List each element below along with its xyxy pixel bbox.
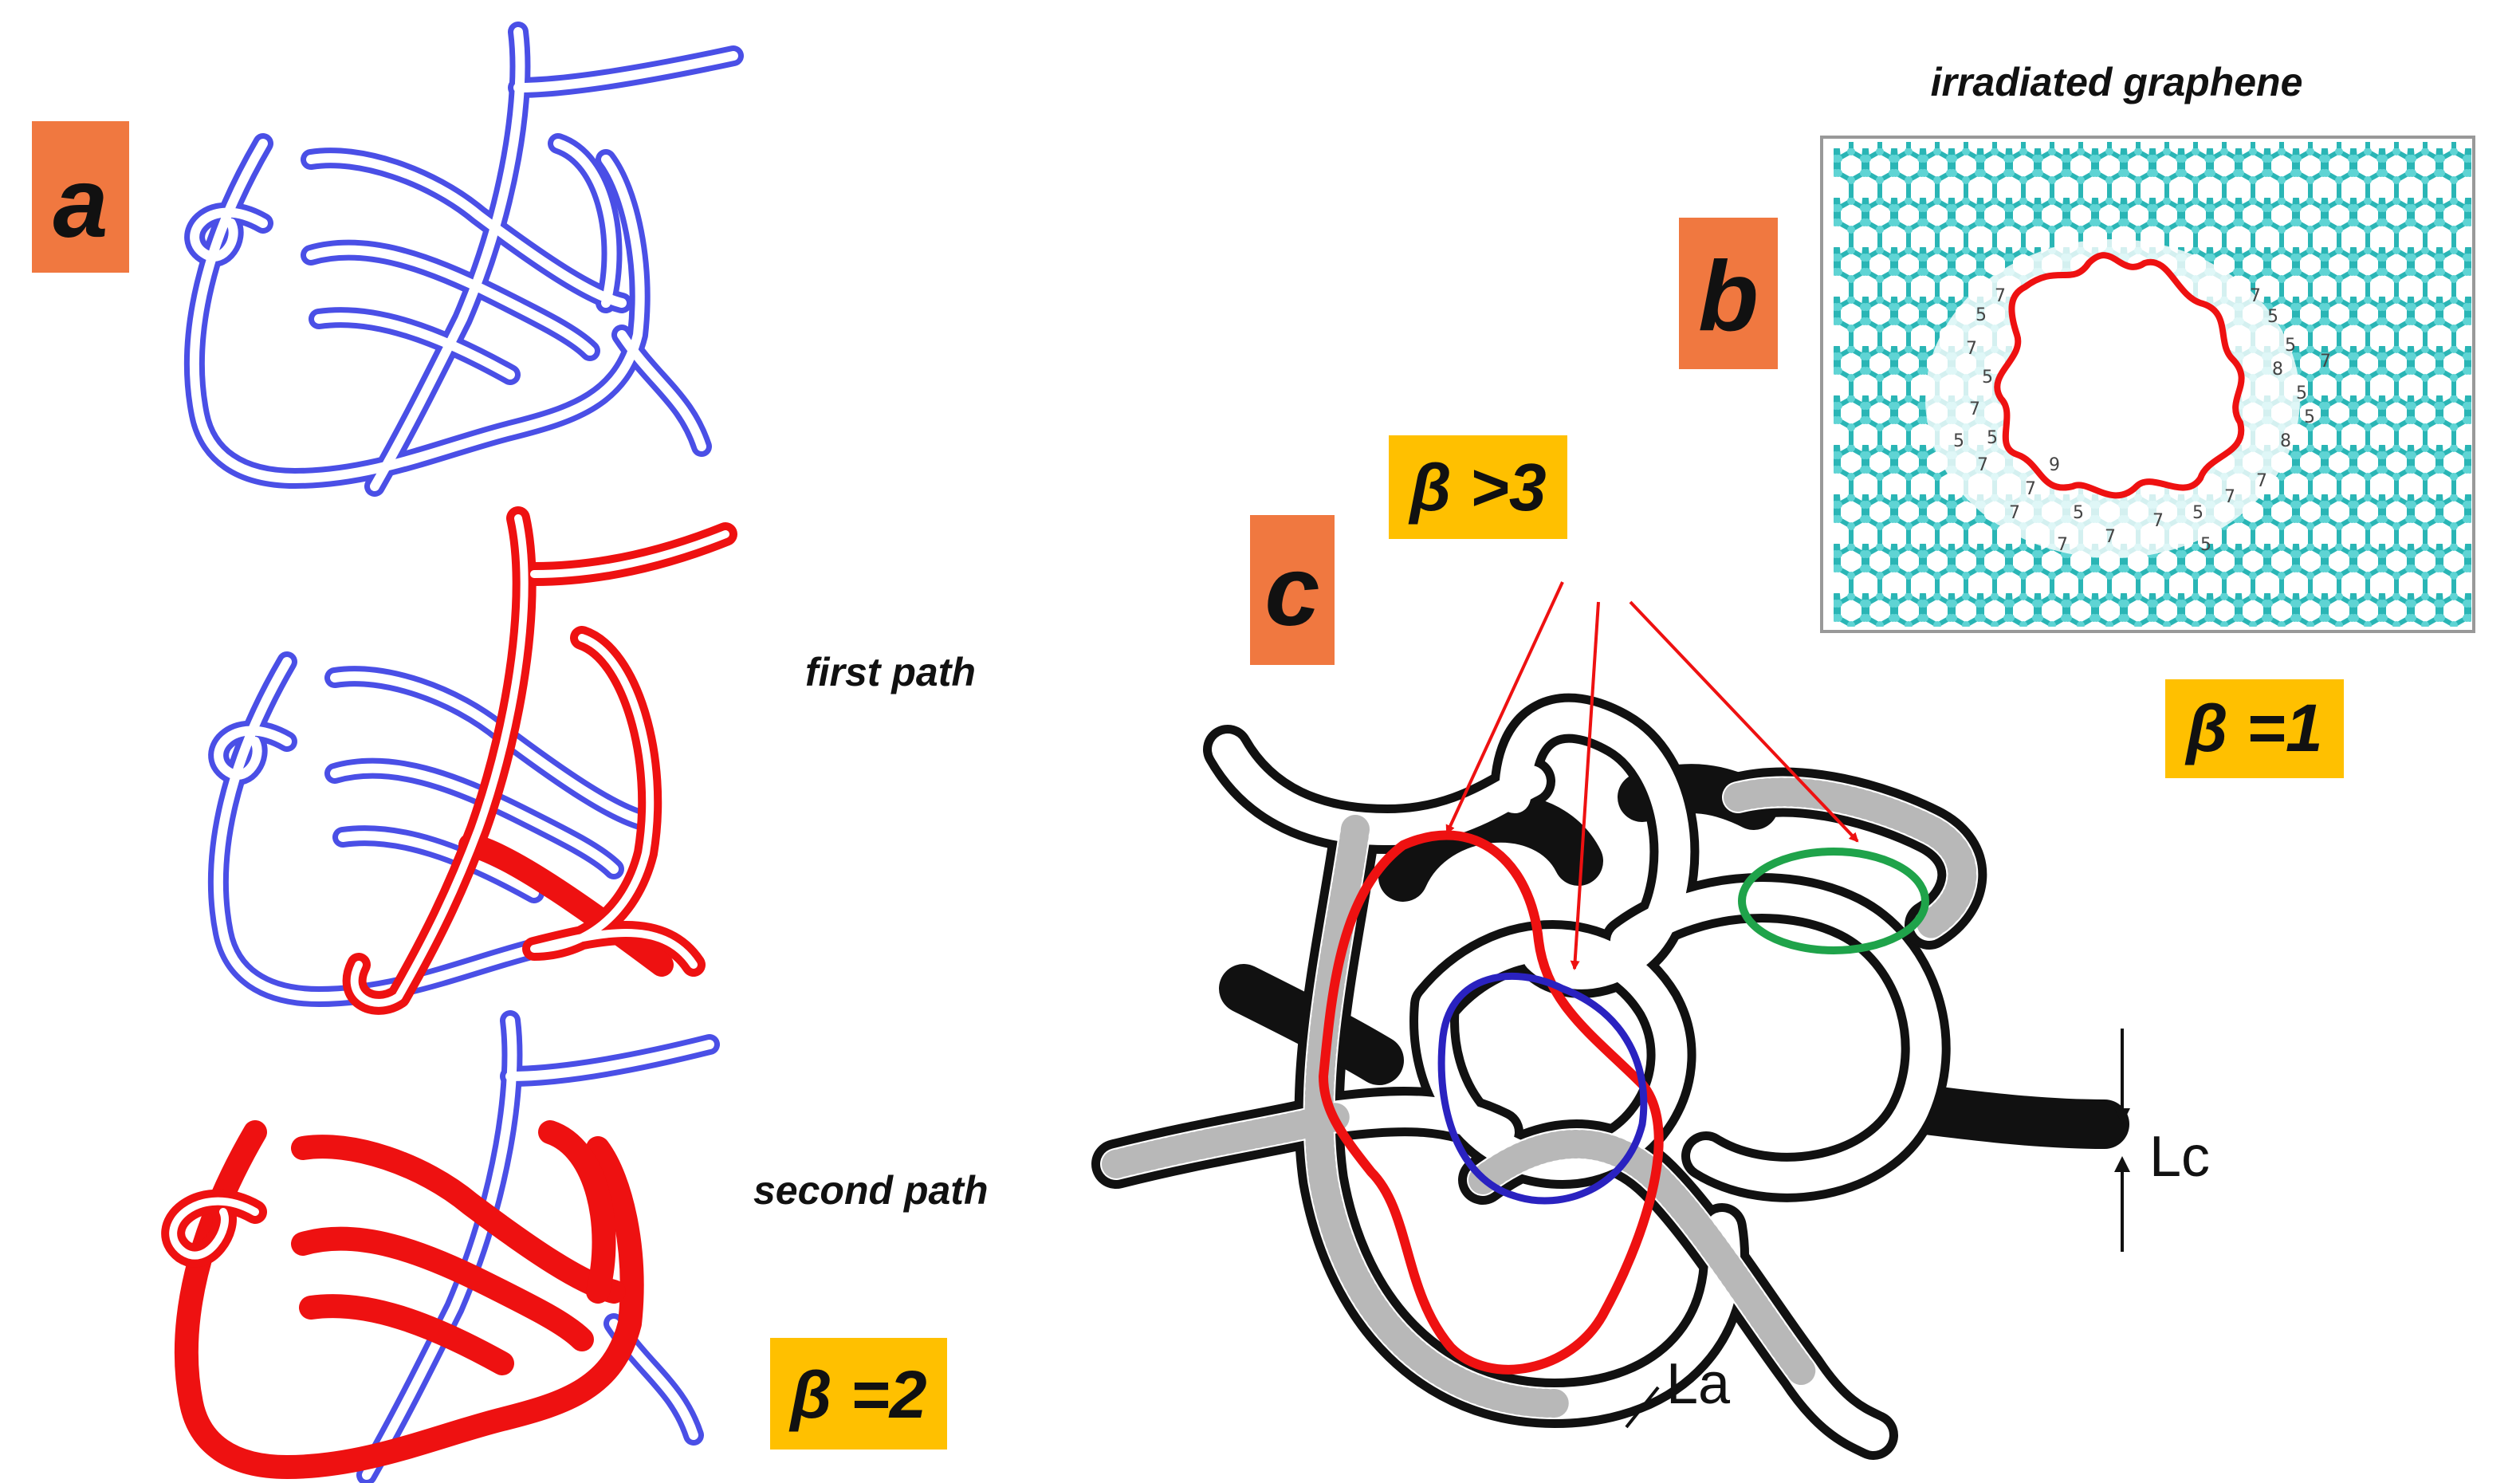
- beta-arrows: [1445, 581, 1859, 970]
- panel-b-beta-label: β =1: [2184, 690, 2322, 765]
- second-path-label: second path: [753, 1168, 988, 1213]
- panel-c-beta-label: β >3: [1408, 450, 1546, 525]
- panel-c-tag: c: [1265, 537, 1320, 647]
- svg-text:7: 7: [1969, 399, 1980, 419]
- panel-b-tag-box: [1679, 218, 1778, 369]
- carbon-fiber-network: [1091, 693, 2129, 1460]
- ring-numbers: 7 5 7 5 7 5 7 7 5 5 8 9 7 5 7 7 5 7 7 5 …: [1953, 286, 2331, 555]
- svg-text:7: 7: [2250, 286, 2261, 306]
- svg-text:9: 9: [2049, 455, 2060, 475]
- svg-text:7: 7: [1966, 339, 1977, 359]
- svg-text:5: 5: [1987, 428, 1998, 448]
- panel-b-tag: b: [1698, 242, 1759, 352]
- svg-text:5: 5: [2073, 503, 2084, 523]
- loop-diagram-original: [183, 22, 744, 497]
- svg-text:7: 7: [2009, 503, 2020, 523]
- svg-text:5: 5: [1982, 368, 1993, 387]
- panel-b-title: irradiated graphene: [1931, 60, 2303, 104]
- svg-text:5: 5: [2267, 307, 2278, 327]
- vacancy-hole: [1994, 252, 2245, 499]
- loop-diagram-first-path: [207, 506, 737, 1015]
- cycle-red: [1318, 830, 1664, 1375]
- panel-a-tag-box: [32, 121, 129, 273]
- svg-text:7: 7: [2057, 535, 2068, 555]
- lc-label: Lc: [2149, 1125, 2210, 1189]
- panel-c: β >3 c: [1091, 435, 2210, 1460]
- panel-c-beta-box: [1389, 435, 1567, 539]
- svg-text:8: 8: [2272, 360, 2283, 380]
- cycle-green: [1738, 848, 1929, 954]
- panel-b: irradiated graphene b 7 5 7 5 7 5 7 7 5 …: [1679, 60, 2475, 778]
- lc-dimension-marker: Lc: [2114, 1029, 2210, 1252]
- svg-text:5: 5: [2192, 503, 2204, 523]
- svg-text:5: 5: [2304, 407, 2315, 427]
- panel-a-beta-label: β =2: [788, 1357, 926, 1432]
- svg-text:5: 5: [1953, 431, 1964, 451]
- svg-text:7: 7: [1977, 455, 1988, 475]
- svg-text:7: 7: [2256, 471, 2267, 491]
- panel-a-beta-box: [770, 1338, 947, 1450]
- svg-text:5: 5: [1976, 305, 1987, 325]
- loop-diagram-second-path: [161, 1010, 720, 1483]
- svg-text:5: 5: [2200, 535, 2211, 555]
- la-dimension-marker: La: [1625, 1352, 1731, 1429]
- svg-text:7: 7: [2320, 352, 2331, 372]
- svg-text:7: 7: [2224, 487, 2235, 507]
- la-label: La: [1666, 1352, 1731, 1416]
- svg-text:7: 7: [2105, 527, 2116, 547]
- panel-a: a: [32, 22, 988, 1483]
- svg-text:7: 7: [1995, 286, 2006, 306]
- svg-text:5: 5: [2285, 336, 2296, 356]
- panel-b-beta-box: [2165, 679, 2344, 778]
- svg-text:7: 7: [2152, 511, 2164, 531]
- svg-text:7: 7: [2025, 479, 2036, 499]
- panel-c-tag-box: [1250, 515, 1335, 665]
- first-path-label: first path: [805, 650, 976, 694]
- panel-a-tag: a: [53, 148, 108, 258]
- svg-text:8: 8: [2280, 431, 2291, 451]
- svg-text:5: 5: [2296, 384, 2307, 403]
- cycle-blue: [1437, 973, 1648, 1205]
